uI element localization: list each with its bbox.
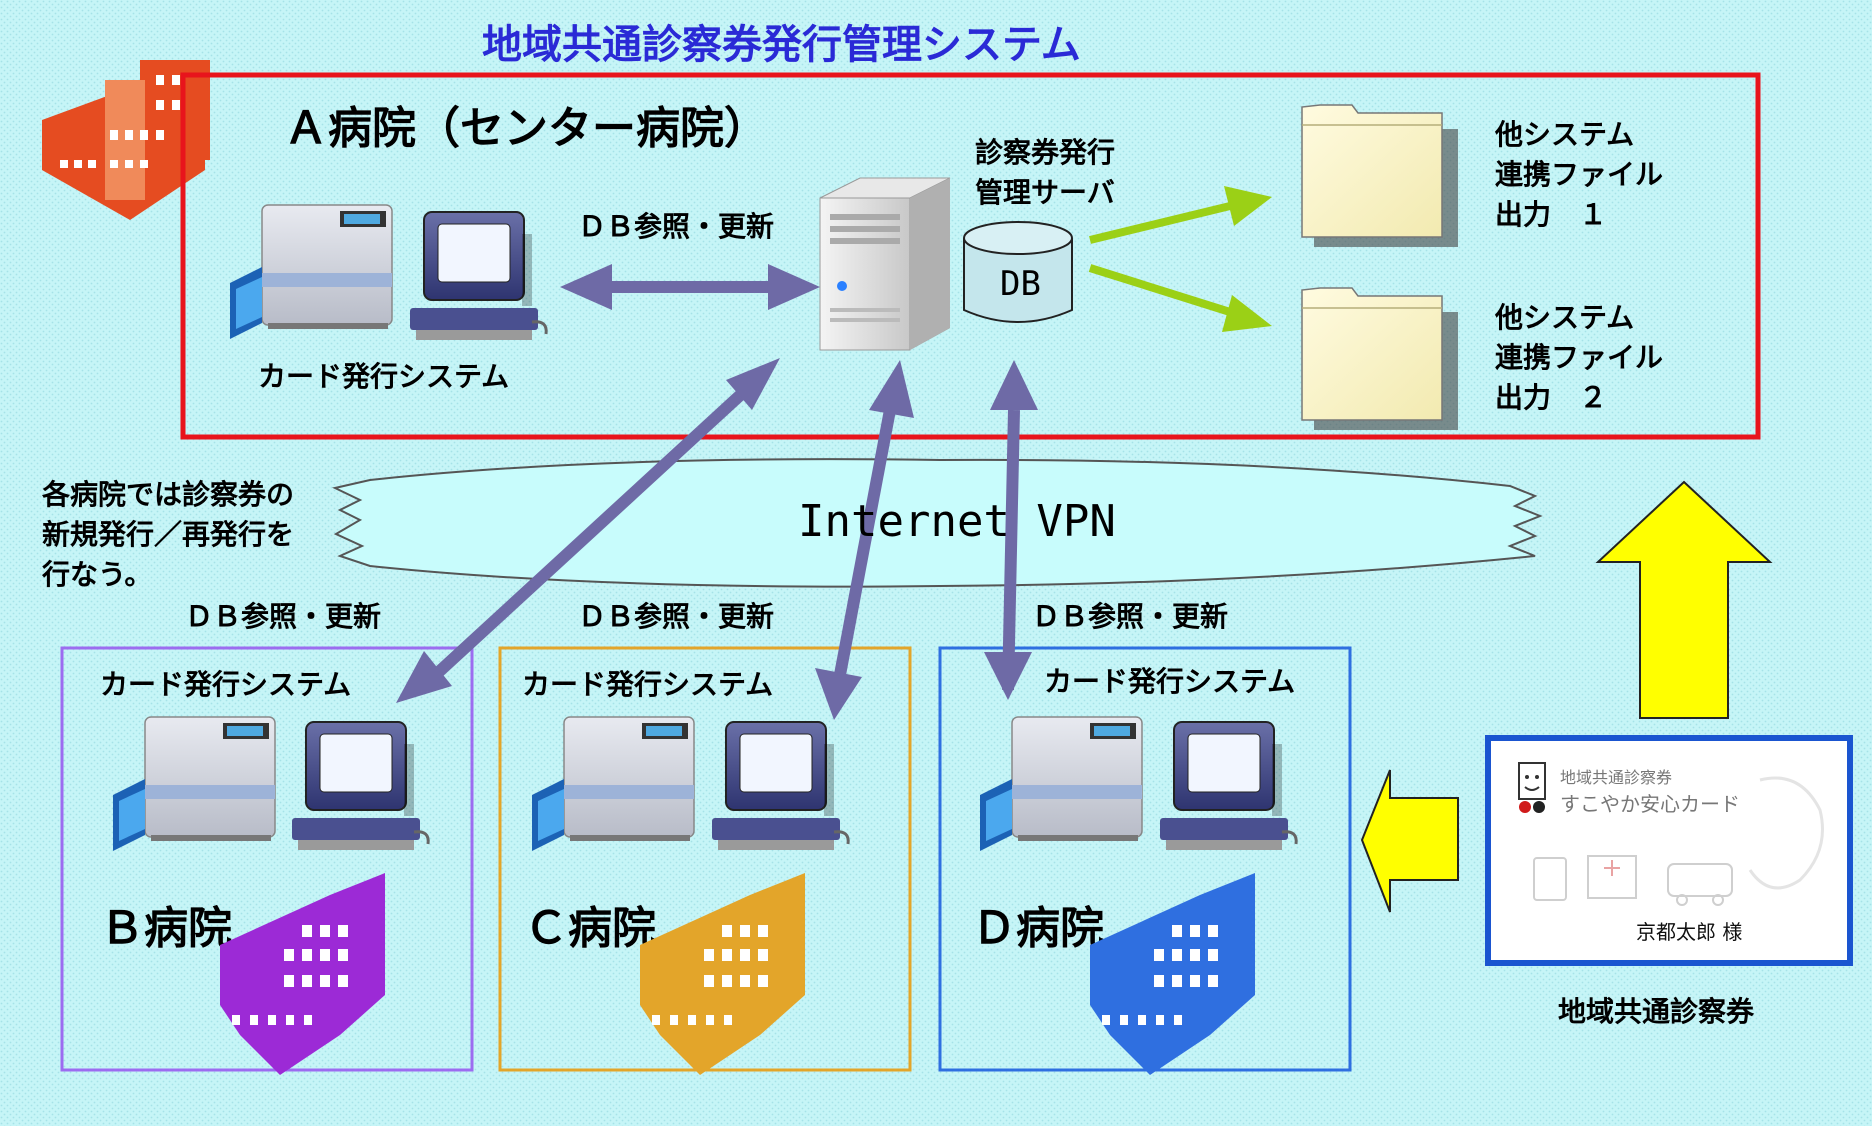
output-arrow <box>1088 264 1272 332</box>
db-arrow-label: ＤＢ参照・更新 <box>578 600 775 633</box>
db-arrow-label: ＤＢ参照・更新 <box>578 210 775 243</box>
card-mascot-icon <box>1518 762 1546 813</box>
diagram-title: 地域共通診察券発行管理システム <box>482 22 1081 68</box>
db-sync-arrow <box>560 264 820 310</box>
db-sync-arrow <box>815 360 914 720</box>
hospital-a-building-icon <box>42 60 210 220</box>
card-system-label: カード発行システム <box>1044 665 1296 698</box>
card-system-label: カード発行システム <box>100 668 352 701</box>
card-caption: 地域共通診察券 <box>1558 995 1755 1028</box>
regional-card <box>1485 735 1853 966</box>
card-system-label: カード発行システム <box>522 668 774 701</box>
output-arrow <box>1089 186 1272 244</box>
card-name: すこやか安心カード <box>1560 792 1740 816</box>
yellow-left-arrow <box>1360 769 1459 913</box>
hospital-b-name: Ｂ病院 <box>100 903 232 954</box>
card-system-label: カード発行システム <box>258 360 510 393</box>
folder-icon <box>1301 287 1459 431</box>
card-holder: 京都太郎 様 <box>1636 920 1743 944</box>
note-text: 各病院では診察券の新規発行／再発行を行なう。 <box>42 478 295 591</box>
hospital-a-name: Ａ病院（センター病院） <box>284 103 768 154</box>
db-arrow-label: ＤＢ参照・更新 <box>1032 600 1229 633</box>
database-icon <box>963 221 1073 323</box>
db-sync-arrow <box>396 358 780 703</box>
vpn-label: Internet VPN <box>798 496 1116 547</box>
output-file-1-label: 他システム連携ファイル出力 １ <box>1495 118 1664 231</box>
db-sync-arrow <box>984 360 1038 700</box>
server-icon <box>819 177 951 351</box>
server-label: 診察券発行管理サーバ <box>975 136 1116 209</box>
hospital-c-name: Ｃ病院 <box>524 903 656 954</box>
card-header: 地域共通診察券 <box>1560 768 1673 787</box>
hospital-a-frame <box>180 72 1761 440</box>
db-label: DB <box>1000 264 1041 304</box>
db-arrow-label: ＤＢ参照・更新 <box>185 600 382 633</box>
hospital-d-name: Ｄ病院 <box>972 903 1104 954</box>
yellow-up-arrow <box>1595 480 1773 719</box>
card-illustrations <box>1533 776 1824 906</box>
output-file-2-label: 他システム連携ファイル出力 ２ <box>1495 301 1664 414</box>
folder-icon <box>1301 104 1459 248</box>
